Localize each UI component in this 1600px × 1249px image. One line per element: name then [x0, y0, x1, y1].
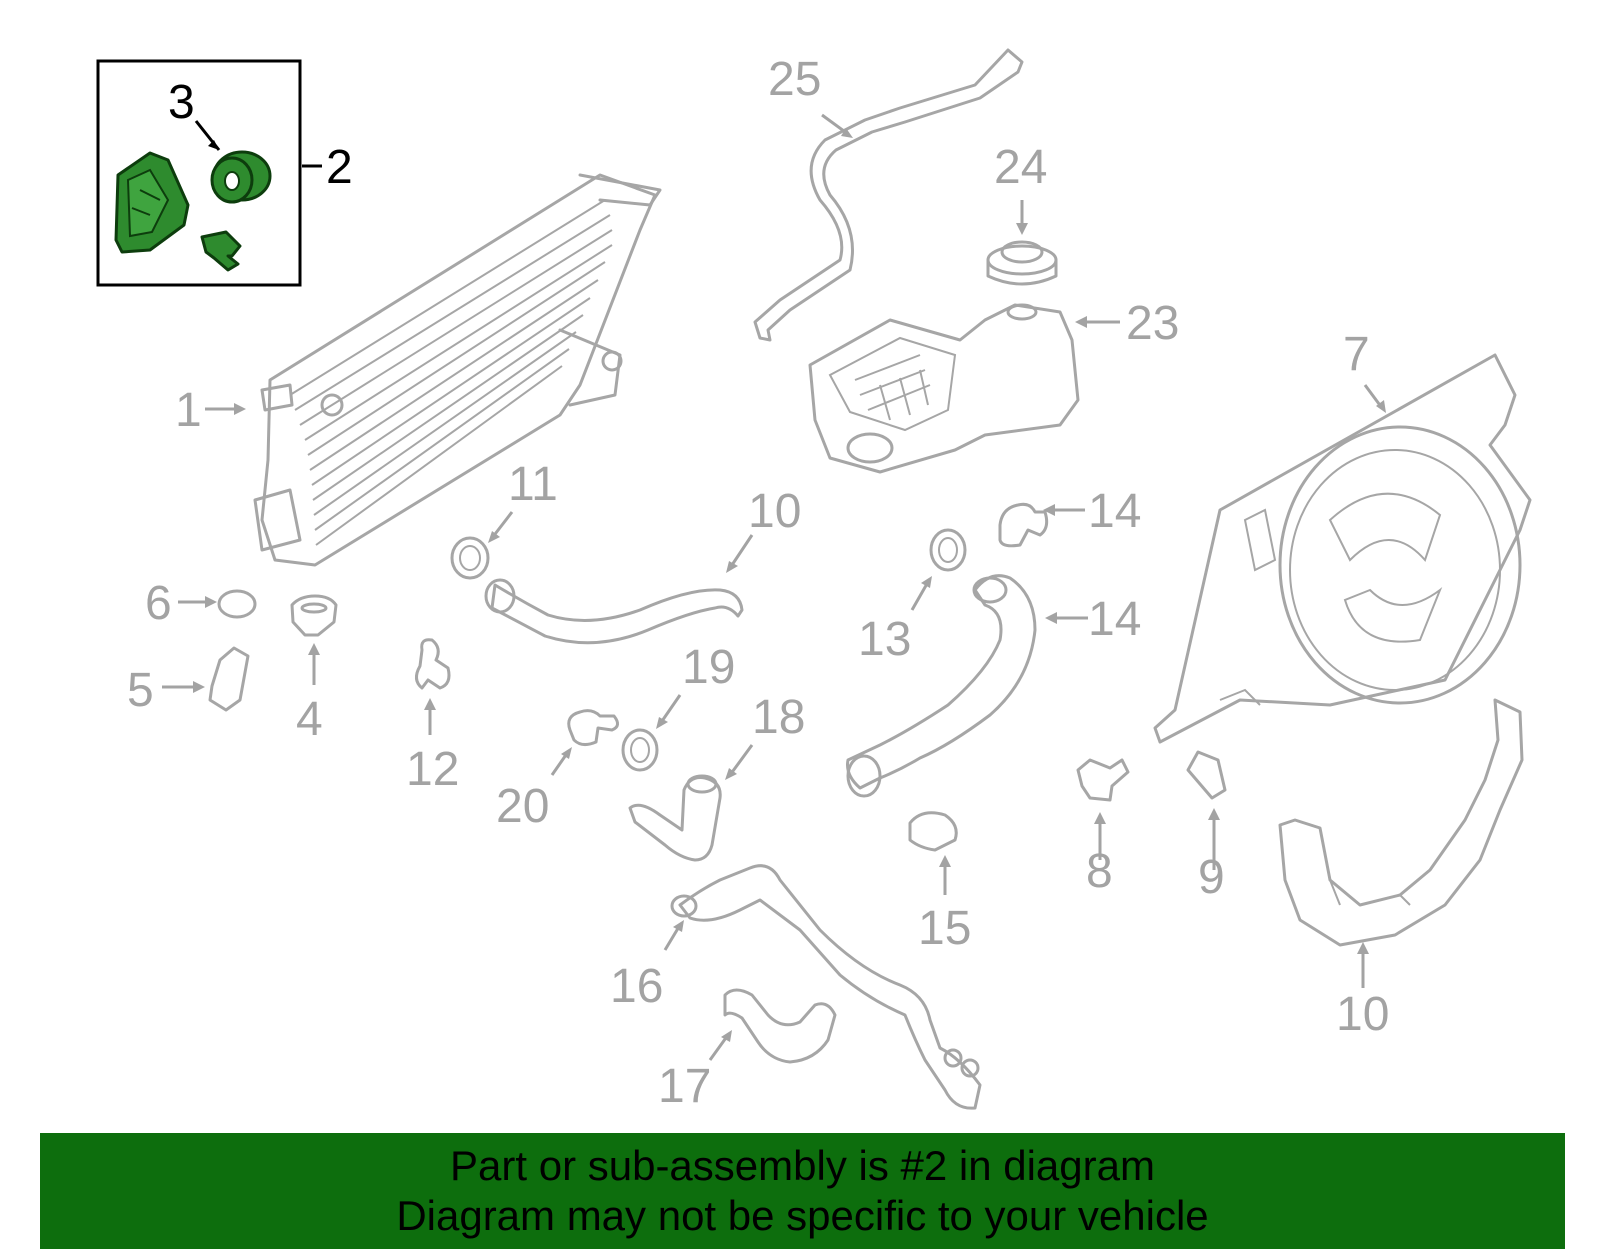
callout-22[interactable]: 20 — [496, 780, 549, 833]
clip-9 — [1186, 750, 1227, 800]
fan-shroud-7 — [1153, 353, 1532, 744]
callout-16[interactable]: 14 — [1088, 485, 1141, 538]
gasket-12 — [450, 536, 490, 580]
callout-10[interactable]: 10 — [1336, 988, 1389, 1041]
hose-25 — [753, 48, 1024, 342]
callout-20[interactable]: 18 — [752, 691, 805, 744]
hose-assembly-18 — [678, 864, 982, 1110]
radiator — [253, 173, 662, 567]
cap-4 — [290, 594, 338, 637]
callout-1[interactable]: 1 — [175, 384, 202, 437]
banner-line-1: Part or sub-assembly is #2 in diagram — [450, 1142, 1155, 1189]
clamp-13 — [415, 638, 451, 690]
cap-24 — [986, 240, 1058, 286]
callout-6[interactable]: 6 — [145, 577, 172, 630]
hose-14 — [846, 574, 1037, 790]
callout-13[interactable]: 12 — [406, 743, 459, 796]
callout-21[interactable]: 19 — [682, 641, 735, 694]
lower-shroud-10 — [1278, 698, 1524, 947]
clamp-16 — [998, 502, 1049, 548]
callout-9[interactable]: 9 — [1198, 851, 1225, 904]
callout-3[interactable]: 3 — [168, 76, 195, 129]
reservoir-23 — [808, 303, 1080, 474]
callout-23[interactable]: 23 — [1126, 297, 1179, 350]
callout-24[interactable]: 24 — [994, 141, 1047, 194]
callout-2[interactable]: 2 — [326, 141, 353, 194]
callout-12[interactable]: 11 — [508, 458, 558, 511]
callout-17[interactable]: 15 — [918, 902, 971, 955]
callout-7[interactable]: 7 — [1343, 328, 1370, 381]
callout-19[interactable]: 17 — [658, 1060, 711, 1113]
hose-11 — [490, 583, 744, 645]
o-ring-6 — [217, 589, 257, 619]
callout-14[interactable]: 14 — [1088, 593, 1141, 646]
gasket-21 — [621, 728, 659, 772]
callout-5[interactable]: 5 — [127, 664, 154, 717]
callout-11[interactable]: 10 — [748, 485, 801, 538]
banner-line-2: Diagram may not be specific to your vehi… — [396, 1192, 1209, 1239]
clamp-22 — [567, 709, 619, 747]
inset-part-2[interactable]: 3 2 — [96, 59, 353, 287]
gasket-15 — [929, 528, 967, 572]
callout-4[interactable]: 4 — [296, 693, 323, 746]
callout-25[interactable]: 25 — [768, 53, 821, 106]
drain-plug-5 — [208, 646, 250, 712]
bolt-shape — [200, 230, 242, 272]
clamp-17 — [908, 811, 958, 852]
callout-18[interactable]: 16 — [610, 960, 663, 1013]
callout-8[interactable]: 8 — [1086, 845, 1113, 898]
callout-15[interactable]: 13 — [858, 613, 911, 666]
info-banner: Part or sub-assembly is #2 in diagram Di… — [40, 1133, 1565, 1249]
fitting-20 — [628, 776, 722, 862]
hose-19 — [723, 988, 837, 1064]
push-pin-8 — [1076, 758, 1130, 802]
